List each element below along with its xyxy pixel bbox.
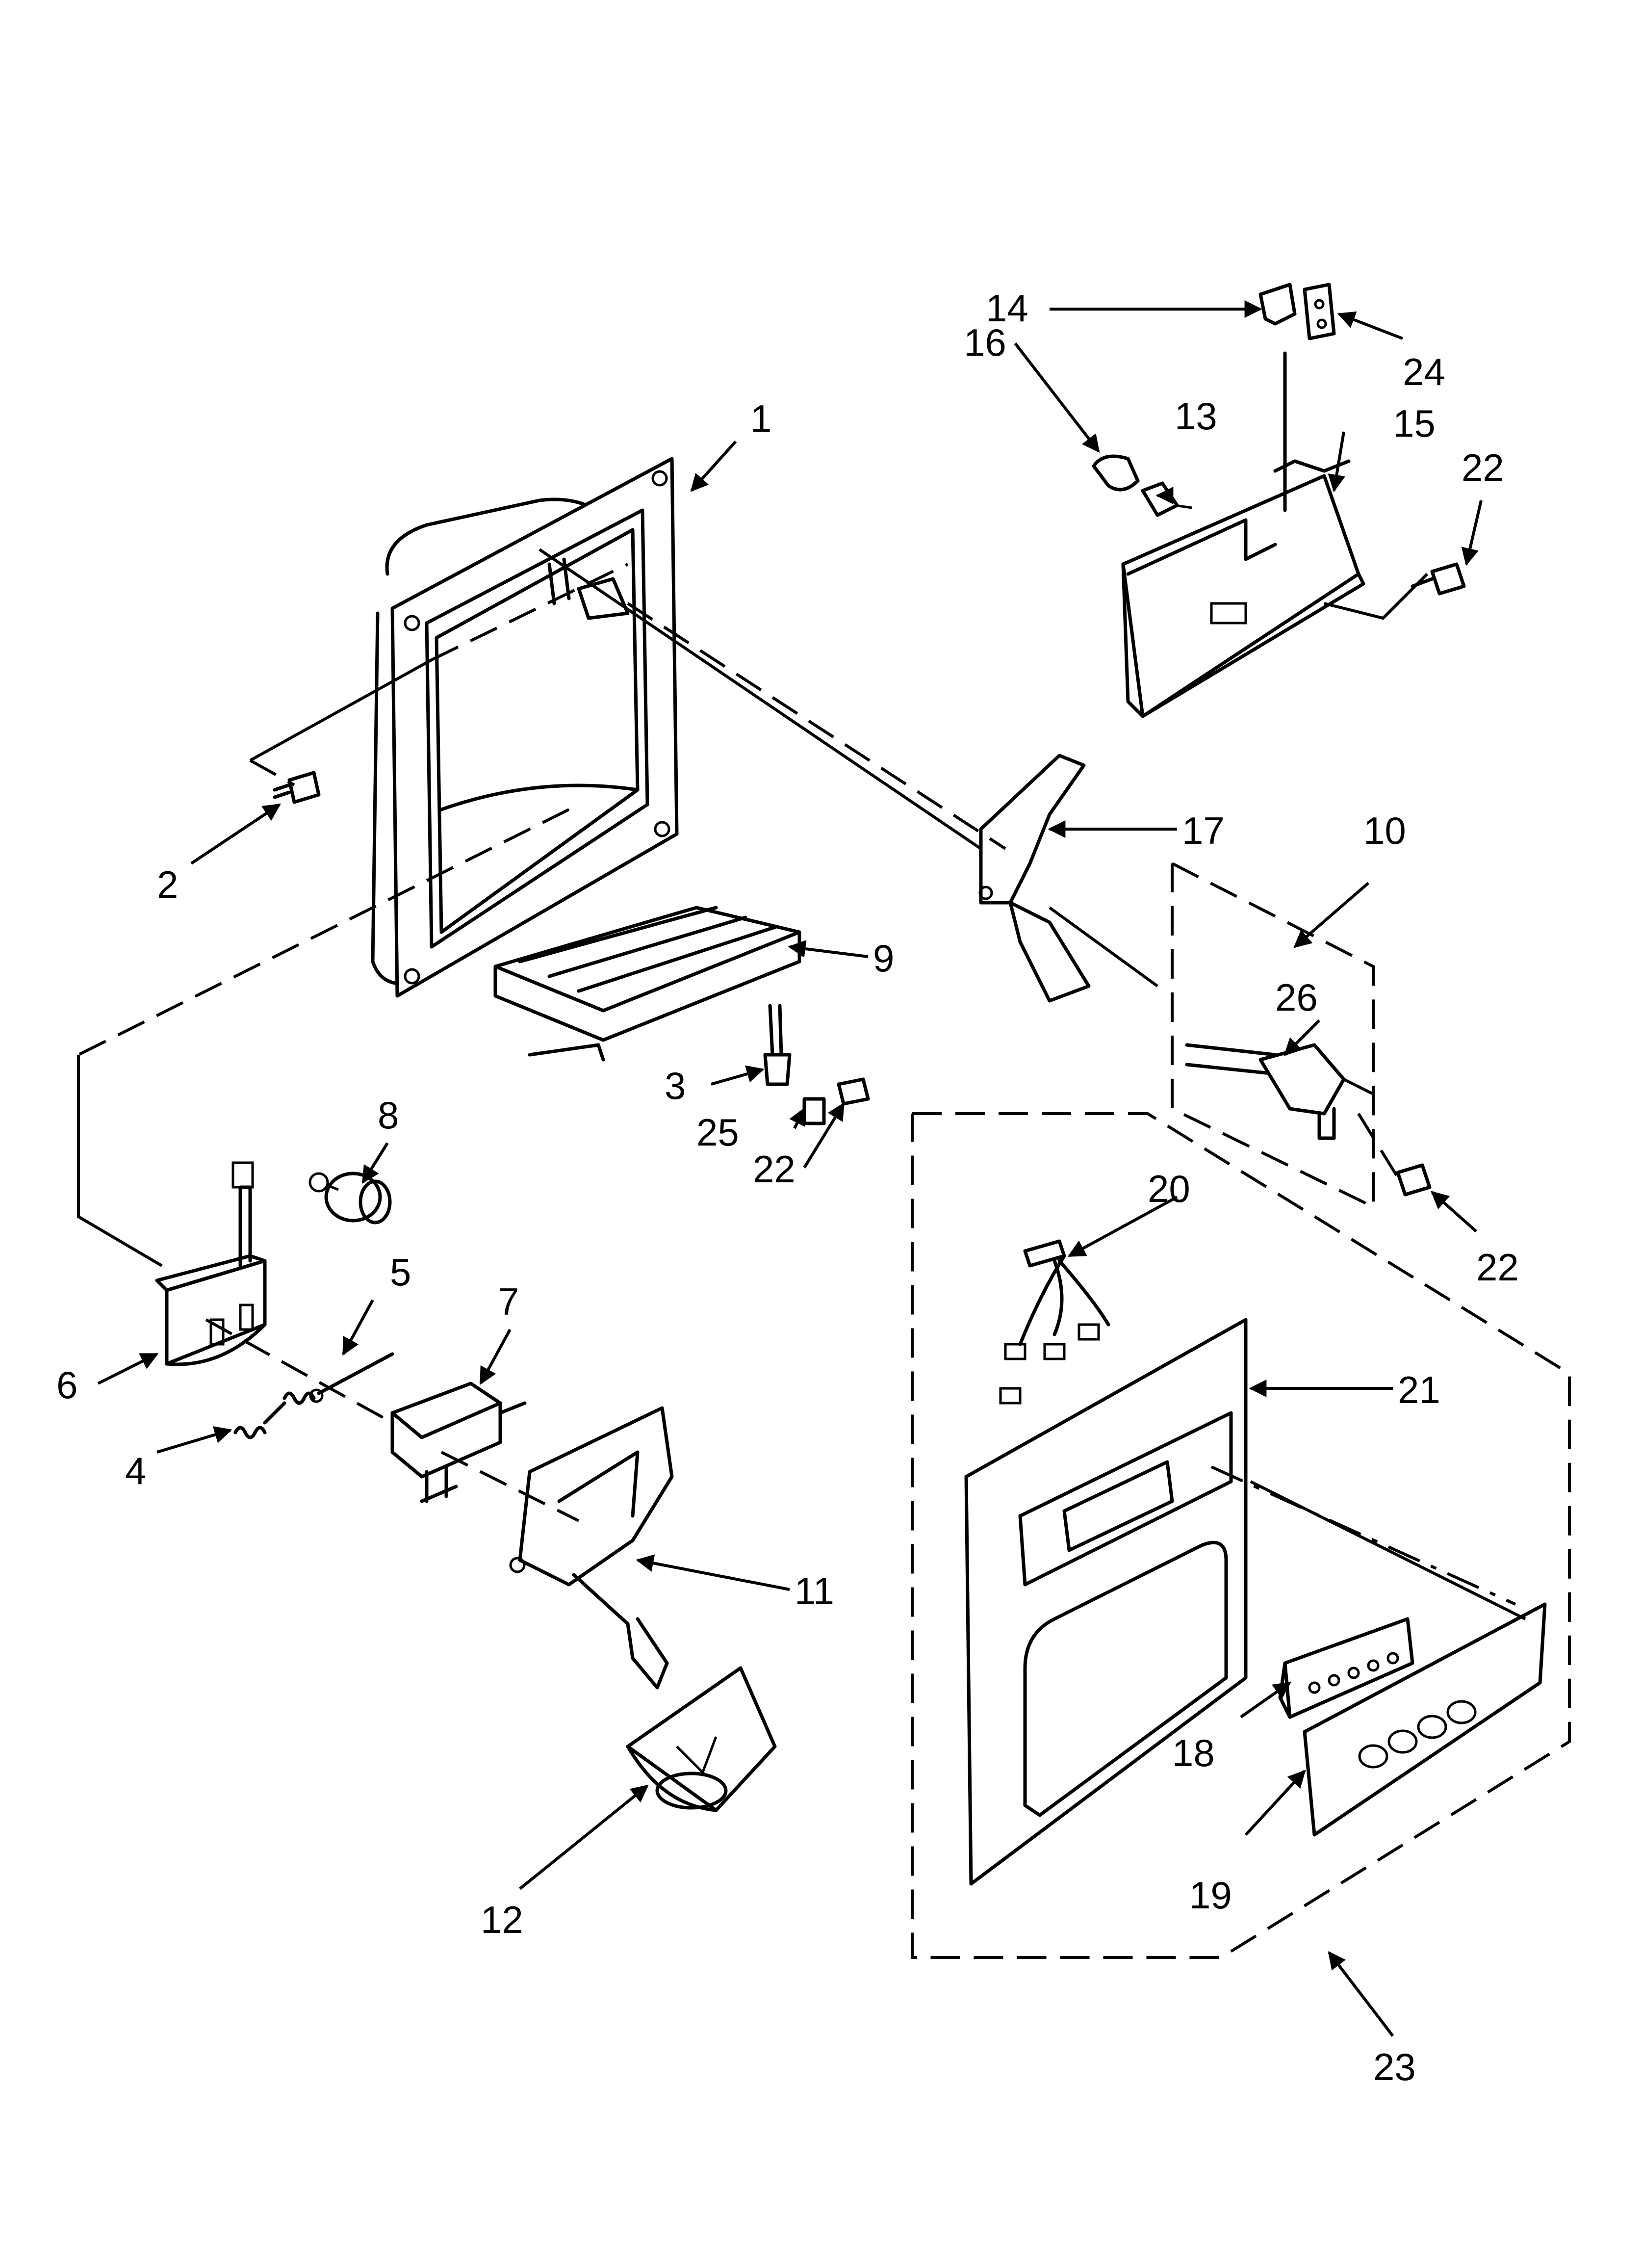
callout-22-center: 22 bbox=[753, 1147, 795, 1191]
callout-20: 20 bbox=[1148, 1167, 1190, 1210]
part-16-bulb bbox=[1092, 454, 1140, 492]
part-6-solenoid bbox=[155, 1161, 267, 1366]
part-15-light-housing bbox=[1121, 351, 1365, 718]
callout-21: 21 bbox=[1398, 1368, 1440, 1411]
group-box-10 bbox=[1171, 862, 1375, 1209]
group-box-23 bbox=[911, 1112, 1571, 1959]
part-22-screw-center bbox=[837, 1077, 870, 1106]
part-14-switch bbox=[1258, 283, 1297, 326]
part-25-plate bbox=[802, 1097, 826, 1125]
part-21-front-panel bbox=[964, 1318, 1248, 1886]
part-8-motor bbox=[308, 1172, 392, 1225]
callout-14: 14 bbox=[986, 287, 1028, 330]
part-1-housing-frame bbox=[371, 457, 679, 998]
callout-23: 23 bbox=[1373, 2045, 1416, 2088]
part-26-lever bbox=[1185, 1043, 1346, 1140]
callout-12: 12 bbox=[481, 1898, 523, 1941]
callout-25: 25 bbox=[696, 1111, 739, 1154]
part-5-pin bbox=[309, 1352, 394, 1403]
callout-labels: 1 2 3 4 5 6 7 8 9 10 11 12 13 14 15 16 1… bbox=[56, 287, 1519, 2088]
callout-10: 10 bbox=[1363, 809, 1406, 852]
part-7-actuator bbox=[390, 1382, 527, 1503]
callout-4: 4 bbox=[125, 1449, 146, 1492]
part-2-screw bbox=[273, 771, 321, 804]
part-4-springs bbox=[233, 1391, 316, 1439]
part-20-wire-harness bbox=[999, 1239, 1110, 1405]
callout-5: 5 bbox=[390, 1251, 411, 1294]
callout-22-top-right: 22 bbox=[1462, 446, 1504, 489]
callout-13: 13 bbox=[1175, 394, 1217, 438]
part-22-screw-mid-right bbox=[1396, 1163, 1432, 1197]
callout-17: 17 bbox=[1182, 809, 1225, 852]
part-11-lever bbox=[509, 1406, 674, 1690]
part-3-clip bbox=[763, 1004, 792, 1086]
leader-arrows bbox=[97, 300, 1483, 2037]
callout-2: 2 bbox=[157, 863, 178, 906]
assembly-lines bbox=[77, 548, 1526, 1620]
part-13-socket bbox=[1141, 481, 1192, 517]
part-9-drip-tray bbox=[493, 906, 801, 1062]
callout-15: 15 bbox=[1393, 402, 1436, 445]
callout-16: 16 bbox=[964, 321, 1006, 364]
callout-6: 6 bbox=[56, 1363, 77, 1407]
callout-9: 9 bbox=[873, 937, 894, 980]
part-19-overlay bbox=[1303, 1602, 1547, 1837]
callout-7: 7 bbox=[498, 1280, 519, 1323]
callout-11: 11 bbox=[795, 1569, 834, 1613]
callout-19: 19 bbox=[1189, 1874, 1232, 1917]
part-22-screw-top-right bbox=[1411, 562, 1466, 596]
callout-26: 26 bbox=[1275, 976, 1318, 1019]
callout-22-mid-right: 22 bbox=[1476, 1246, 1519, 1289]
callout-3: 3 bbox=[665, 1064, 686, 1107]
part-24-insulator bbox=[1303, 283, 1336, 340]
callout-18: 18 bbox=[1172, 1731, 1215, 1774]
part-17-paddle bbox=[978, 754, 1091, 1003]
callout-24: 24 bbox=[1403, 350, 1445, 393]
callout-1: 1 bbox=[750, 397, 771, 440]
part-12-funnel bbox=[626, 1666, 777, 1812]
callout-8: 8 bbox=[378, 1094, 399, 1137]
